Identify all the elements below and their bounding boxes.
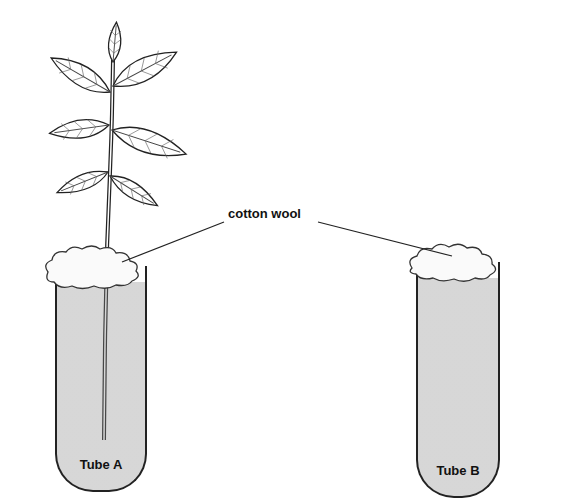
leaf-vein [65, 179, 76, 194]
leaf [54, 165, 111, 200]
leader-line [318, 222, 452, 256]
leaf-vein [85, 73, 101, 93]
leaf-vein [108, 48, 119, 54]
leaf-midrib [110, 176, 154, 203]
leaf-vein [122, 66, 139, 88]
leaf-blade [109, 120, 190, 165]
leaf [108, 42, 182, 95]
cotton-plug [410, 244, 496, 281]
test-tube: Tube A [55, 266, 147, 492]
leaf-midrib [56, 61, 110, 92]
leaf-vein [61, 123, 70, 140]
leaf-blade [46, 49, 115, 100]
leaf-blade [54, 165, 111, 200]
leaf [48, 116, 110, 142]
leaf-vein [74, 121, 83, 138]
leaf-blade [107, 22, 122, 63]
test-tube: Tube B [416, 262, 500, 498]
leaf-vein [88, 119, 97, 136]
leaf-vein [125, 126, 140, 148]
leaf-vein [137, 58, 154, 80]
leaf [109, 120, 190, 165]
leaf-midrib [54, 125, 109, 133]
leaf-blade [108, 42, 182, 95]
leaf-vein [151, 51, 168, 73]
leaf-vein [88, 170, 99, 185]
leaf-vein [109, 39, 120, 45]
tube-label: Tube A [80, 457, 123, 472]
leaf [107, 22, 122, 63]
leader-line [122, 222, 224, 262]
leaf-midrib [113, 55, 171, 86]
cotton-plug [46, 246, 139, 289]
leaf [46, 49, 115, 100]
leaf-midrib [61, 172, 108, 191]
leaf-vein [110, 30, 121, 36]
leaf-vein [77, 175, 88, 190]
leaf-vein [142, 131, 157, 153]
part-label: cotton wool [226, 206, 303, 221]
leaf-vein [72, 65, 88, 85]
leaf-blade [48, 116, 110, 142]
tube-label: Tube B [436, 463, 479, 478]
leaf-vein [59, 57, 75, 77]
leaf-vein [128, 183, 141, 198]
leaf-vein [138, 190, 151, 205]
leaf-vein [117, 177, 130, 192]
leaf-blade [106, 170, 161, 212]
leaf-vein [158, 137, 173, 159]
leaf [106, 170, 161, 212]
